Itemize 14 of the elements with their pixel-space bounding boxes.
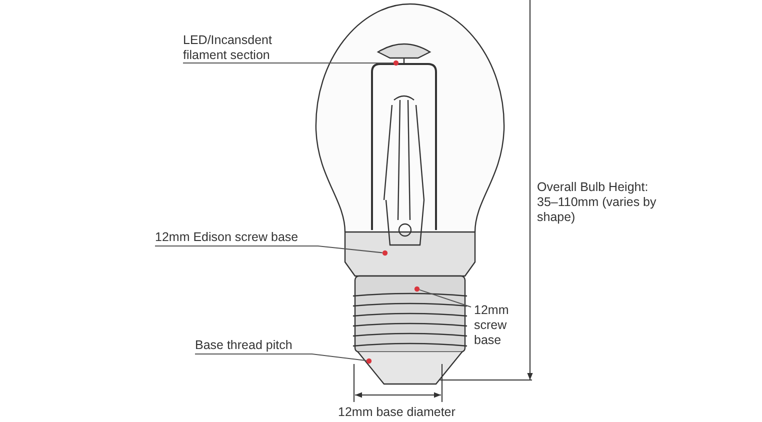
callout-label: 12mm screw base — [474, 303, 526, 348]
dimension-label: 12mm base diameter — [338, 405, 456, 420]
point-marker — [366, 358, 372, 364]
callout-label: 12mm Edison screw base — [155, 230, 298, 245]
leader-line — [194, 354, 367, 362]
point-marker — [382, 250, 388, 256]
leader-line — [418, 289, 472, 308]
leader-line — [182, 62, 394, 64]
leader-line — [154, 246, 383, 254]
point-marker — [414, 286, 420, 292]
callout-label: LED/Incansdent filament section — [183, 33, 303, 63]
dimension-label: Overall Bulb Height: 35–110mm (varies by shape) — [537, 180, 658, 225]
point-marker — [393, 60, 399, 66]
callout-label: Base thread pitch — [195, 338, 292, 353]
